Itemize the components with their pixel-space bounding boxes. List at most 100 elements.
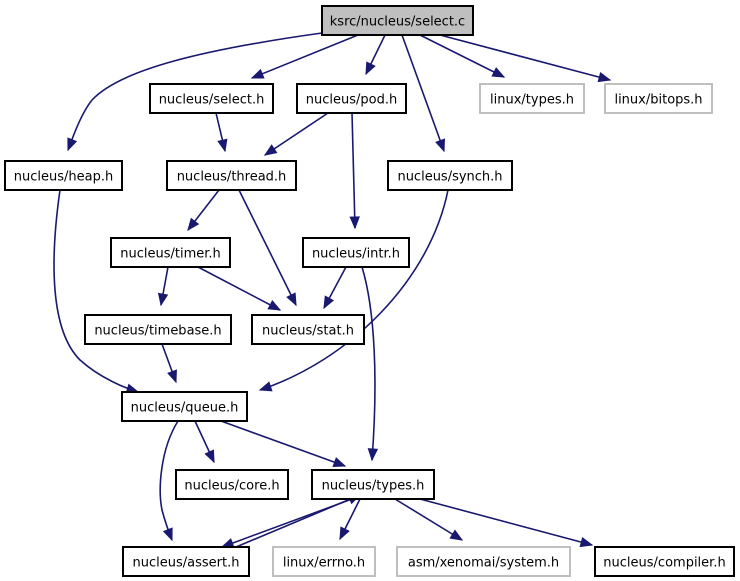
node-label: nucleus/heap.h <box>14 170 113 185</box>
node-box <box>110 237 231 268</box>
edge-line <box>53 189 139 393</box>
node-queue-h[interactable]: nucleus/queue.h <box>121 391 248 422</box>
node-synch-h[interactable]: nucleus/synch.h <box>387 160 513 191</box>
edge-line <box>419 498 593 546</box>
node-box <box>387 160 513 191</box>
node-label: nucleus/timer.h <box>120 247 221 262</box>
node-timer-h[interactable]: nucleus/timer.h <box>110 237 231 268</box>
node-box <box>175 469 289 500</box>
edge-synch_h-to-queue_h <box>258 189 449 392</box>
node-label: nucleus/pod.h <box>306 93 397 108</box>
arrowhead-icon <box>187 217 200 232</box>
arrowhead-icon <box>349 216 360 230</box>
arrowhead-icon <box>579 536 594 548</box>
arrowhead-icon <box>435 138 446 153</box>
node-label: nucleus/synch.h <box>397 170 502 185</box>
edge-select_c-to-pod_h <box>365 34 386 76</box>
arrowhead-icon <box>250 68 265 79</box>
arrowhead-icon <box>267 300 282 311</box>
arrowhead-icon <box>367 448 379 462</box>
arrowhead-icon <box>339 526 350 541</box>
node-label: nucleus/select.h <box>159 93 265 108</box>
node-label: asm/xenomai/system.h <box>408 556 559 571</box>
edge-line <box>220 420 346 467</box>
edge-select_h-to-thread_h <box>215 112 228 153</box>
node-label: nucleus/assert.h <box>133 556 240 571</box>
node-box <box>84 314 232 345</box>
node-label: nucleus/intr.h <box>312 247 400 262</box>
edge-intr_h-to-types_h <box>361 266 379 462</box>
edge-heap_h-to-queue_h <box>53 189 140 394</box>
node-box <box>296 83 407 114</box>
arrowhead-icon <box>365 61 376 76</box>
arrowhead-icon <box>204 449 215 464</box>
node-box <box>604 83 713 114</box>
node-label: linux/errno.h <box>283 556 365 571</box>
node-intr-h[interactable]: nucleus/intr.h <box>302 237 410 268</box>
edge-line <box>394 498 463 541</box>
arrowhead-icon <box>162 527 173 542</box>
node-box <box>479 83 585 114</box>
node-asm-system-h: asm/xenomai/system.h <box>396 546 571 577</box>
arrowhead-icon <box>323 295 335 310</box>
node-assert-h[interactable]: nucleus/assert.h <box>122 546 250 577</box>
edge-queue_h-to-types_h <box>220 420 347 468</box>
node-types-h[interactable]: nucleus/types.h <box>311 469 435 500</box>
edge-line <box>361 266 376 461</box>
node-select-h[interactable]: nucleus/select.h <box>149 83 274 114</box>
edge-types_h-to-linux_errno_h <box>339 498 361 541</box>
node-thread-h[interactable]: nucleus/thread.h <box>166 160 297 191</box>
node-box <box>121 391 248 422</box>
node-box <box>272 546 376 577</box>
arrowhead-icon <box>449 529 464 541</box>
node-label: nucleus/queue.h <box>131 401 239 416</box>
edge-thread_h-to-timer_h <box>187 189 220 232</box>
edge-timer_h-to-timebase_h <box>157 266 169 307</box>
node-box <box>251 314 365 345</box>
edge-line <box>264 112 329 156</box>
edge-line <box>401 34 445 152</box>
node-box <box>594 546 735 577</box>
edge-thread_h-to-stat_h <box>238 189 297 307</box>
arrowhead-icon <box>263 144 278 156</box>
arrowhead-icon <box>491 67 506 78</box>
edge-select_c-to-heap_h <box>67 32 323 152</box>
arrowhead-icon <box>258 381 273 392</box>
edge-line <box>67 32 323 151</box>
node-box <box>311 469 435 500</box>
node-select-c[interactable]: ksrc/nucleus/select.c <box>321 5 474 36</box>
edge-line <box>419 34 505 78</box>
node-compiler-h[interactable]: nucleus/compiler.h <box>594 546 735 577</box>
edge-intr_h-to-stat_h <box>323 266 347 310</box>
node-box <box>4 160 123 191</box>
node-heap-h[interactable]: nucleus/heap.h <box>4 160 123 191</box>
edge-pod_h-to-thread_h <box>263 112 329 156</box>
node-linux-errno-h: linux/errno.h <box>272 546 376 577</box>
edge-queue_h-to-core_h <box>194 420 215 464</box>
node-stat-h[interactable]: nucleus/stat.h <box>251 314 365 345</box>
edge-types_h-to-asm_system_h <box>394 498 464 541</box>
edge-pod_h-to-intr_h <box>349 112 360 230</box>
node-label: nucleus/types.h <box>322 479 425 494</box>
edge-line <box>351 112 356 229</box>
node-core-h[interactable]: nucleus/core.h <box>175 469 289 500</box>
node-box <box>149 83 274 114</box>
node-timebase-h[interactable]: nucleus/timebase.h <box>84 314 232 345</box>
edge-line <box>439 34 611 81</box>
node-linux-bitops-h: linux/bitops.h <box>604 83 713 114</box>
node-label: linux/types.h <box>490 93 574 108</box>
arrowhead-icon <box>332 457 347 468</box>
edge-types_h-to-compiler_h <box>419 498 594 548</box>
arrowhead-icon <box>286 292 297 307</box>
edge-select_c-to-synch_h <box>401 34 446 153</box>
node-label: nucleus/stat.h <box>262 324 354 339</box>
node-box <box>302 237 410 268</box>
node-pod-h[interactable]: nucleus/pod.h <box>296 83 407 114</box>
node-linux-types-h: linux/types.h <box>479 83 585 114</box>
edge-line <box>238 189 297 306</box>
node-box <box>396 546 571 577</box>
node-label: nucleus/core.h <box>184 479 279 494</box>
node-box <box>166 160 297 191</box>
edge-select_c-to-select_h <box>250 34 359 79</box>
